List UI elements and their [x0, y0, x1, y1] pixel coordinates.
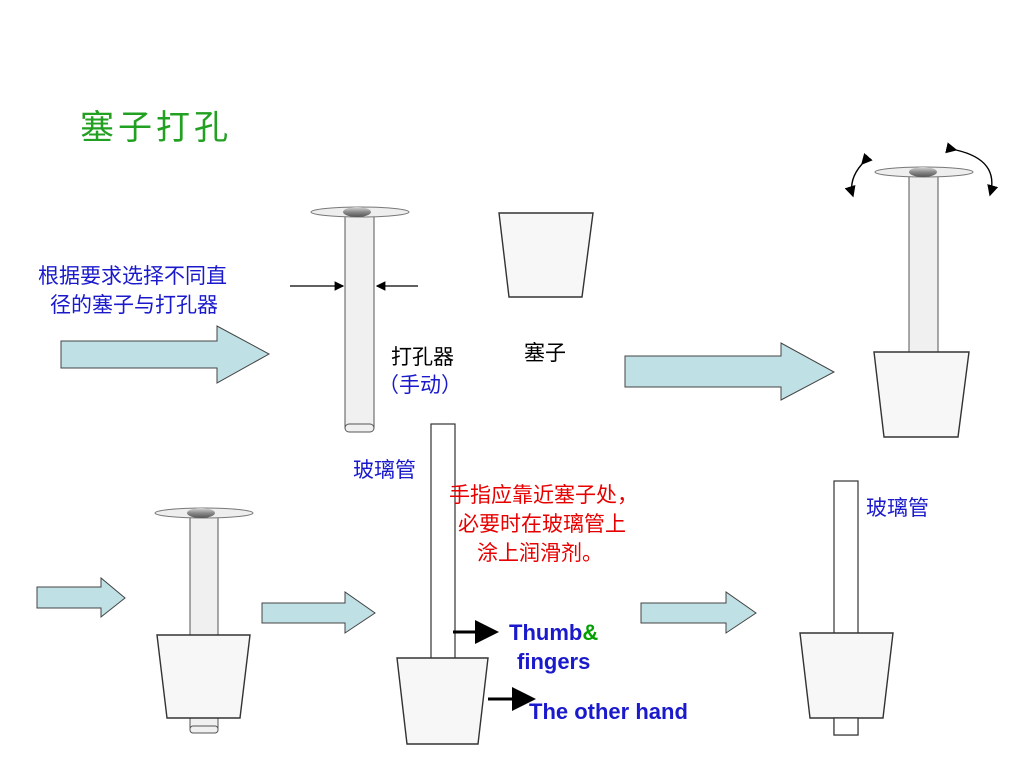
borer-sublabel: （手动）: [378, 373, 462, 397]
glass-tube-in-stopper-final: [799, 480, 894, 736]
block-arrow-bottom-2: [261, 591, 376, 634]
borer-label: 打孔器: [391, 345, 454, 369]
block-arrow-bottom-3: [640, 591, 757, 634]
borer-in-stopper-top-right: [873, 166, 974, 438]
note-line-1: 手指应靠近塞子处，: [449, 483, 638, 507]
rotation-arrow-icon: [844, 142, 999, 198]
cork-borer-1: [310, 206, 410, 433]
thumb-text: Thumb: [509, 620, 583, 645]
other-hand-label: The other hand: [529, 699, 688, 724]
glass-tube-label-1: 玻璃管: [353, 458, 416, 482]
borer-through-stopper-bottom: [154, 507, 254, 734]
stopper-1: [498, 212, 594, 298]
glass-tube-insertion: [396, 423, 489, 745]
slide-title: 塞子打孔: [80, 108, 232, 148]
block-arrow-left-top: [60, 325, 271, 384]
glass-tube-label-2: 玻璃管: [866, 496, 929, 520]
note-line-3: 涂上润滑剂。: [477, 541, 603, 565]
fingers-text: fingers: [517, 649, 591, 674]
ampersand-text: &: [582, 620, 599, 645]
note-line-2: 必要时在玻璃管上: [458, 512, 626, 536]
instruction-line-1: 根据要求选择不同直: [38, 264, 227, 288]
block-arrow-middle-top: [624, 342, 836, 401]
block-arrow-bottom-1: [36, 576, 126, 619]
thumb-fingers-label: Thumb&: [509, 620, 598, 646]
stopper-label: 塞子: [524, 341, 566, 365]
instruction-line-2: 径的塞子与打孔器: [50, 293, 218, 317]
